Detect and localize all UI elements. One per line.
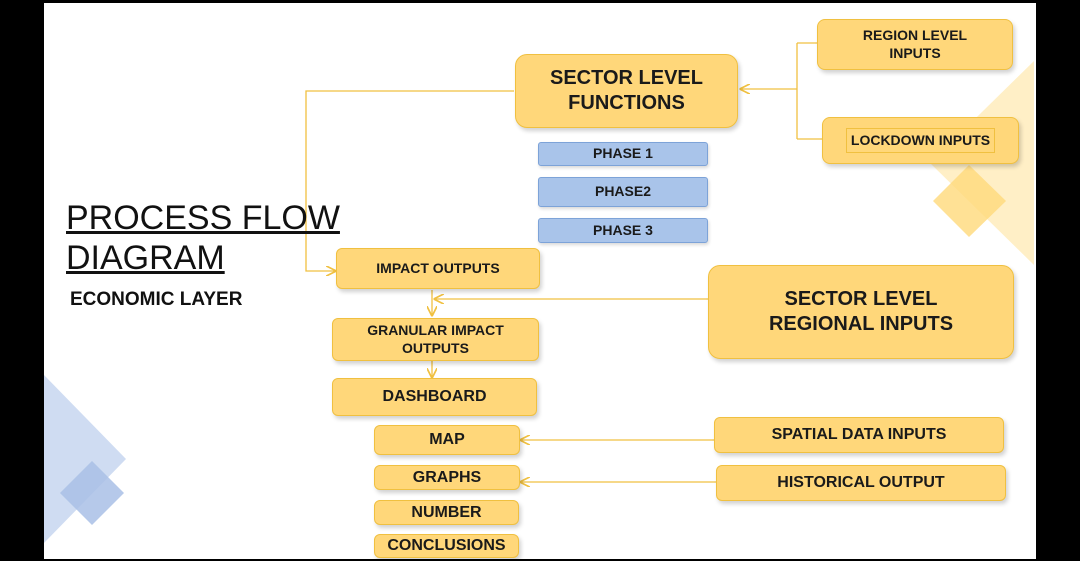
node-region-level-inputs: REGION LEVEL INPUTS: [817, 19, 1013, 70]
node-spatial-data-inputs: SPATIAL DATA INPUTS: [714, 417, 1004, 453]
node-phase-1: PHASE 1: [538, 142, 708, 166]
lockdown-inputs-label: LOCKDOWN INPUTS: [845, 127, 996, 154]
node-historical-output: HISTORICAL OUTPUT: [716, 465, 1006, 501]
title-line-1: PROCESS FLOW: [66, 199, 340, 237]
node-sector-level-regional-inputs: SECTOR LEVEL REGIONAL INPUTS: [708, 265, 1014, 359]
connector-functions-to-impact: [305, 90, 514, 271]
subtitle: ECONOMIC LAYER: [70, 289, 243, 310]
node-map: MAP: [374, 425, 520, 455]
node-sector-level-functions: SECTOR LEVEL FUNCTIONS: [515, 54, 738, 128]
node-dashboard: DASHBOARD: [332, 378, 537, 416]
slide: PROCESS FLOW DIAGRAM ECONOMIC LAYER SECT…: [44, 3, 1036, 559]
region-level-inputs-label: REGION LEVEL INPUTS: [862, 27, 968, 61]
title-line-2: DIAGRAM: [66, 239, 225, 277]
node-graphs: GRAPHS: [374, 465, 520, 490]
decor-diamond-small: [933, 165, 1006, 237]
node-granular-impact-outputs: GRANULAR IMPACT OUTPUTS: [332, 318, 539, 361]
node-number: NUMBER: [374, 500, 519, 525]
decor-diamond-blue: [60, 461, 124, 525]
node-conclusions: CONCLUSIONS: [374, 534, 519, 558]
node-phase-2: PHASE2: [538, 177, 708, 207]
node-lockdown-inputs: LOCKDOWN INPUTS: [822, 117, 1019, 164]
decor-triangle-large: [44, 375, 126, 543]
node-impact-outputs: IMPACT OUTPUTS: [336, 248, 540, 289]
node-phase-3: PHASE 3: [538, 218, 708, 243]
